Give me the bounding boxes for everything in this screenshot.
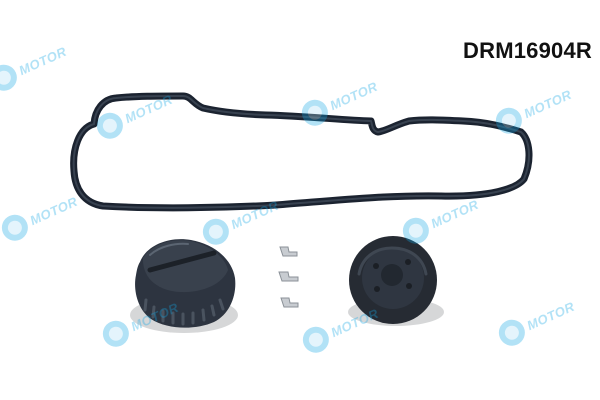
- cap-grip-bar: [147, 250, 217, 273]
- diaphragm-hole-1: [373, 263, 379, 269]
- clip-1: [279, 246, 298, 257]
- diaphragm-ring: [357, 246, 428, 276]
- diaphragm-hole-3: [406, 283, 412, 289]
- pcv-diaphragm: [348, 236, 444, 326]
- clip-2: [278, 271, 299, 282]
- diaphragm-hole-4: [374, 286, 380, 292]
- diaphragm-center: [381, 264, 403, 286]
- gasket-inner-edge: [72, 95, 530, 209]
- diaphragm-hole-2: [405, 259, 411, 265]
- clip-3: [280, 297, 299, 308]
- part-number-label: DRM16904R: [463, 38, 592, 63]
- cap-highlight: [149, 242, 189, 256]
- metal-clips: [278, 246, 299, 308]
- valve-cover-gasket: [70, 92, 533, 212]
- oil-filler-cap: [130, 239, 238, 333]
- cap-ridges: [143, 298, 225, 326]
- gasket-outer: [70, 92, 533, 212]
